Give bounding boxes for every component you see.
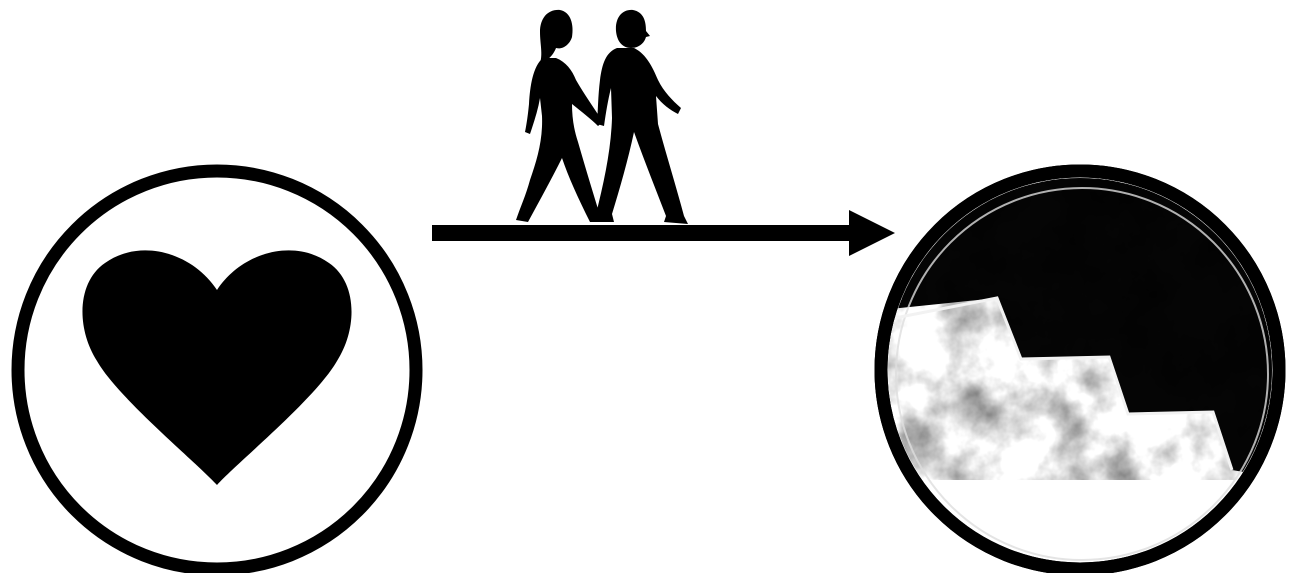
woman-silhouette (516, 10, 603, 222)
arrow-shaft (432, 225, 852, 241)
man-silhouette (590, 10, 688, 224)
start-node (18, 171, 416, 569)
walking-couple-icon (516, 10, 688, 224)
arrow-head (849, 210, 895, 256)
end-node (880, 150, 1290, 569)
transition-arrow (432, 210, 895, 256)
